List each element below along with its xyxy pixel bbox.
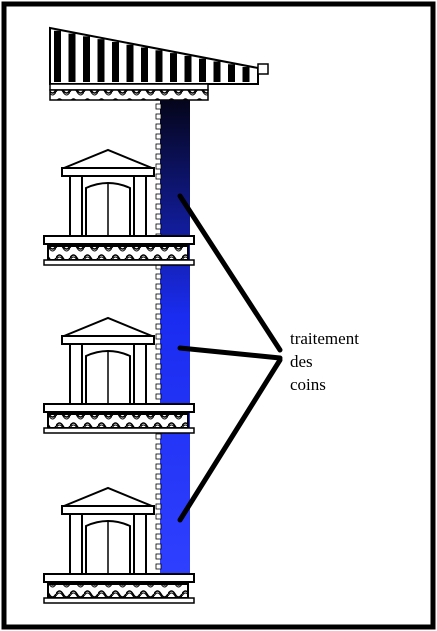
quoin-notch bbox=[155, 293, 162, 300]
dentil bbox=[199, 58, 206, 82]
quoin-notch bbox=[155, 523, 162, 530]
quoin-notch bbox=[155, 173, 162, 180]
quoin-notch bbox=[155, 273, 162, 280]
dentil bbox=[228, 64, 235, 82]
quoin-notch bbox=[155, 113, 162, 120]
quoin-notch bbox=[155, 483, 162, 490]
window-column bbox=[69, 513, 83, 575]
storey-base-molding bbox=[43, 427, 195, 434]
quoin-notch bbox=[155, 443, 162, 450]
dentil bbox=[141, 47, 148, 82]
dentil bbox=[83, 36, 90, 82]
cornice-dentils bbox=[54, 30, 250, 82]
quoin-notch bbox=[155, 543, 162, 550]
corner-band bbox=[155, 100, 190, 580]
dentil bbox=[155, 50, 163, 82]
window-entablature bbox=[61, 167, 155, 177]
storey-1 bbox=[43, 148, 195, 266]
annotation-label: traitement des coins bbox=[290, 329, 363, 394]
quoin-notch bbox=[155, 183, 162, 190]
window-pediment bbox=[63, 486, 153, 507]
leader-lines bbox=[177, 193, 283, 523]
dentil bbox=[97, 39, 105, 82]
window-column bbox=[133, 513, 147, 575]
quoin-notch bbox=[155, 383, 162, 390]
quoin-notch bbox=[155, 513, 162, 520]
dentil bbox=[213, 61, 221, 82]
quoin-notch bbox=[155, 563, 162, 570]
quoin-notch bbox=[155, 533, 162, 540]
quoin-notch bbox=[155, 393, 162, 400]
dentil bbox=[54, 30, 61, 82]
quoin-notch bbox=[155, 343, 162, 350]
window-entablature bbox=[61, 335, 155, 345]
cornice-frieze bbox=[49, 89, 209, 101]
cornice bbox=[49, 26, 269, 101]
storey-base-molding bbox=[43, 597, 195, 604]
window-column bbox=[69, 343, 83, 405]
quoin-notch bbox=[155, 103, 162, 110]
quoin-notch bbox=[155, 123, 162, 130]
quoin-notch bbox=[155, 133, 162, 140]
leader-line-bottom bbox=[177, 357, 283, 523]
dentil bbox=[68, 33, 76, 82]
storey-frieze bbox=[47, 583, 189, 599]
storey-ledge bbox=[43, 403, 195, 413]
window-pediment bbox=[63, 316, 153, 337]
dentil bbox=[126, 44, 134, 82]
storey-3 bbox=[43, 486, 195, 604]
quoin-notch bbox=[155, 223, 162, 230]
storey-frieze bbox=[47, 413, 189, 429]
leader-line-top bbox=[177, 193, 283, 353]
quoin-notch bbox=[155, 153, 162, 160]
dentil bbox=[242, 67, 250, 82]
quoin-notch bbox=[155, 143, 162, 150]
storey-frieze bbox=[47, 245, 189, 261]
quoin-notch bbox=[155, 163, 162, 170]
quoin-notch bbox=[155, 373, 162, 380]
quoin-notch bbox=[155, 283, 162, 290]
storey-base-molding bbox=[43, 259, 195, 266]
quoin-notch bbox=[155, 453, 162, 460]
quoin-notch bbox=[155, 333, 162, 340]
window-pediment bbox=[63, 148, 153, 169]
quoin-notch bbox=[155, 303, 162, 310]
dentil bbox=[184, 55, 192, 82]
quoin-notch bbox=[155, 213, 162, 220]
window-entablature bbox=[61, 505, 155, 515]
quoin-notch bbox=[155, 493, 162, 500]
quoin-notch bbox=[155, 503, 162, 510]
annotation-line-1: traitement bbox=[290, 329, 359, 348]
quoin-notch bbox=[155, 313, 162, 320]
storey-ledge bbox=[43, 573, 195, 583]
annotation-line-3: coins bbox=[290, 375, 326, 394]
quoin-notch bbox=[155, 473, 162, 480]
quoin-notch bbox=[155, 553, 162, 560]
quoin-notch bbox=[155, 463, 162, 470]
quoin-notch bbox=[155, 353, 162, 360]
quoin-notch bbox=[155, 203, 162, 210]
quoin-notch bbox=[155, 433, 162, 440]
storey-2 bbox=[43, 316, 195, 434]
storey-ledge bbox=[43, 235, 195, 245]
annotation-line-2: des bbox=[290, 352, 313, 371]
dentil bbox=[170, 53, 177, 82]
leader-line-middle bbox=[177, 345, 283, 361]
quoin-notch bbox=[155, 323, 162, 330]
dentil bbox=[112, 41, 119, 82]
quoin-notch bbox=[155, 363, 162, 370]
window-column bbox=[69, 175, 83, 237]
quoin-notch bbox=[155, 193, 162, 200]
window-column bbox=[133, 175, 147, 237]
window-column bbox=[133, 343, 147, 405]
